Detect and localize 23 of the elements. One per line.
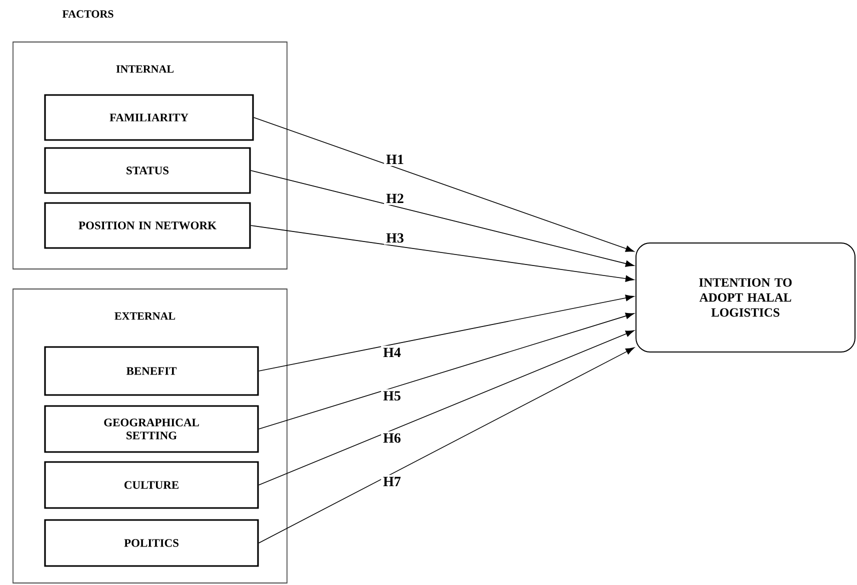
factor-box: STATUS xyxy=(44,147,251,194)
edge-label: H4 xyxy=(381,346,403,360)
heading: FACTORS xyxy=(62,10,114,18)
arrow xyxy=(250,170,634,267)
outcome-box: INTENTION TO ADOPT HALAL LOGISTICS xyxy=(636,242,856,352)
factor-box: CULTURE xyxy=(44,461,259,509)
arrow xyxy=(258,330,634,486)
edge-label: H5 xyxy=(381,389,403,403)
arrow xyxy=(250,225,634,282)
factor-box: POSITION IN NETWORK xyxy=(44,202,251,249)
edge-label: H3 xyxy=(384,231,406,245)
arrow xyxy=(253,117,634,252)
arrow xyxy=(258,347,634,544)
factor-box: FAMILIARITY xyxy=(44,94,254,141)
factor-box: POLITICS xyxy=(44,519,259,567)
edge-label: H1 xyxy=(384,152,406,166)
edge-label: H2 xyxy=(384,192,406,205)
factor-box: BENEFIT xyxy=(44,346,259,396)
edge-label: H7 xyxy=(381,474,403,488)
arrow xyxy=(258,312,634,430)
factor-box: GEOGRAPHICAL SETTING xyxy=(44,405,259,453)
edge-label: H6 xyxy=(381,431,403,445)
arrow xyxy=(258,294,634,372)
